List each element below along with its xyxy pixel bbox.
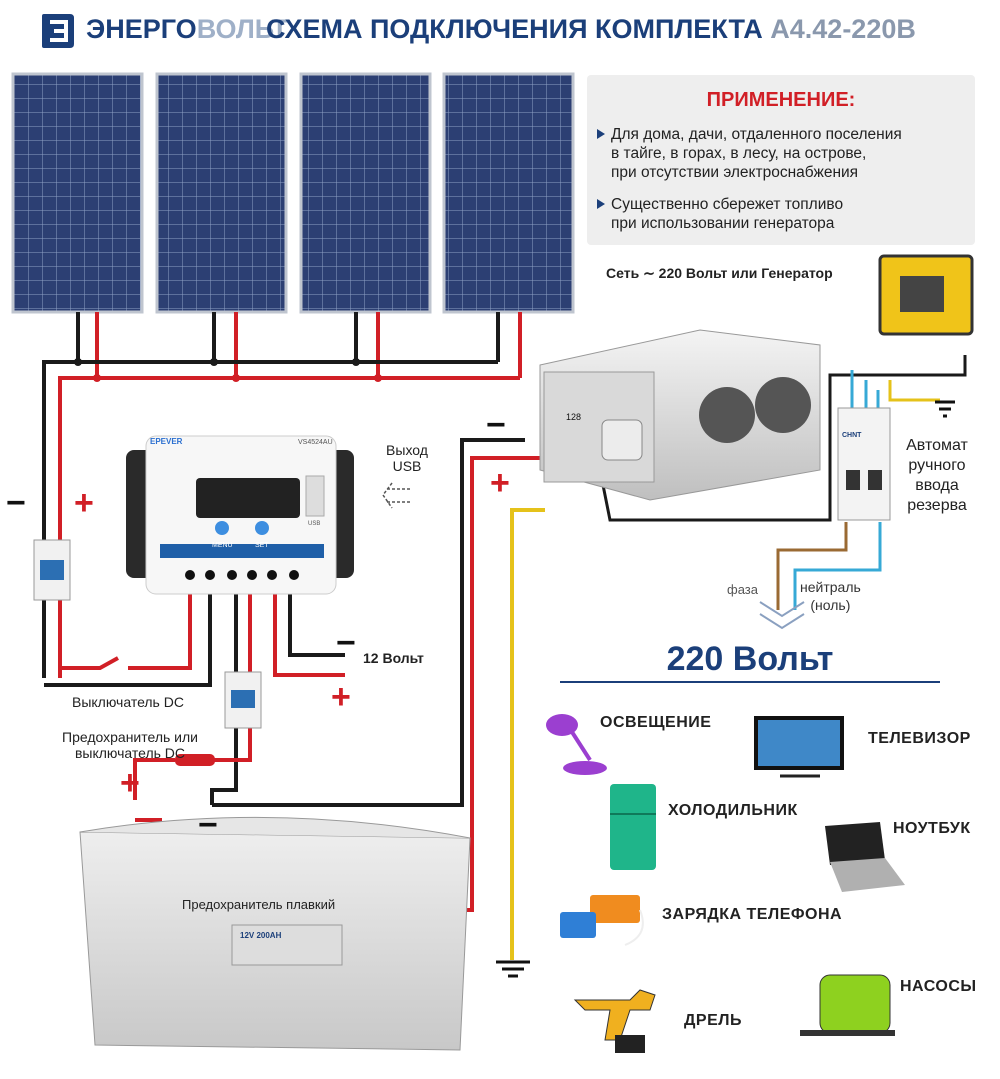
- application-item: Существенно сбережет топливо при использ…: [597, 195, 844, 233]
- brand-part2: ВОЛЬТ: [196, 14, 288, 44]
- brand-part1: ЭНЕРГО: [86, 14, 197, 44]
- appliance-label-lighting: ОСВЕЩЕНИЕ: [600, 714, 712, 731]
- page-title: СХЕМА ПОДКЛЮЧЕНИЯ КОМПЛЕКТА А4.42-220В: [266, 14, 916, 45]
- bullet-icon: [597, 129, 605, 139]
- neutral-label-line: нейтраль: [800, 579, 861, 595]
- phase-label: фаза: [727, 582, 758, 597]
- minus-sign: −: [6, 484, 26, 522]
- minus-sign: −: [486, 406, 506, 444]
- application-item: Для дома, дачи, отдаленного поселения в …: [597, 125, 902, 182]
- charge-controller: [126, 435, 354, 595]
- brand-name: ЭНЕРГОВОЛЬТ: [86, 14, 288, 45]
- ats-brand: CHNT: [842, 432, 862, 439]
- ats-breaker: [837, 407, 891, 521]
- neutral-label-line: (ноль): [810, 597, 851, 613]
- appliance-label-fridge: ХОЛОДИЛЬНИК: [668, 802, 798, 819]
- usb-arrow-icon: [382, 482, 410, 509]
- usb-label-line: USB: [392, 458, 422, 474]
- application-text: Существенно сбережет топливо: [611, 196, 844, 213]
- ats-label: Автомат ручного ввода резерва: [897, 436, 977, 516]
- appliance-label-phone-charging: ЗАРЯДКА ТЕЛЕФОНА: [662, 906, 843, 923]
- title-main: СХЕМА ПОДКЛЮЧЕНИЯ КОМПЛЕКТА: [266, 14, 763, 44]
- set-button-label: SET: [255, 542, 269, 549]
- ats-label-line: Автомат: [906, 437, 968, 454]
- battery-spec: 12V 200AH: [240, 931, 282, 940]
- plus-sign: +: [490, 464, 510, 502]
- solar-panel: [442, 72, 575, 314]
- grid-label: Сеть ∼ 220 Вольт или Генератор: [606, 265, 833, 281]
- appliance-label-tv: ТЕЛЕВИЗОР: [868, 730, 971, 747]
- application-box: ПРИМЕНЕНИЕ: Для дома, дачи, отдаленного …: [587, 75, 975, 245]
- inline-fuse: [175, 754, 215, 766]
- application-text: при использовании генератора: [611, 215, 835, 232]
- appliance-label-laptop: НОУТБУК: [893, 820, 971, 837]
- minus-sign: −: [198, 806, 218, 844]
- header: ЭНЕРГОВОЛЬТ СХЕМА ПОДКЛЮЧЕНИЯ КОМПЛЕКТА …: [0, 0, 1000, 64]
- bullet-icon: [597, 199, 605, 209]
- laptop-icon: [825, 822, 905, 892]
- battery: [79, 816, 471, 1051]
- ats-label-line: ручного: [908, 457, 966, 474]
- ats-label-line: ввода: [915, 477, 959, 494]
- inverter-display: 128: [566, 412, 582, 422]
- solar-panel: [11, 72, 144, 314]
- fuse-breaker: [224, 671, 262, 729]
- application-text: при отсутствии электроснабжения: [611, 164, 859, 181]
- v12-label: 12 Вольт: [363, 650, 424, 666]
- title-model: А4.42-220В: [770, 14, 916, 44]
- application-heading: ПРИМЕНЕНИЕ:: [706, 89, 856, 111]
- ground-icon: [496, 960, 530, 978]
- generator: [878, 254, 974, 336]
- ground-icon: [935, 400, 955, 418]
- plus-sign: +: [74, 484, 94, 522]
- lamp-icon: [546, 714, 607, 775]
- brand-logo-icon: [42, 14, 74, 48]
- controller-model: VS4524AU: [298, 439, 333, 446]
- v220-heading: 220 Вольт: [666, 640, 834, 678]
- down-arrow-icon: [759, 601, 805, 630]
- usb-label-line: Выход: [386, 442, 428, 458]
- plus-sign: +: [120, 764, 140, 802]
- ats-label-line: резерва: [907, 497, 967, 514]
- dc-switch-label: Выключатель DC: [72, 694, 184, 710]
- fridge-icon: [610, 784, 656, 870]
- appliance-label-drill: ДРЕЛЬ: [684, 1012, 742, 1029]
- appliance-label-pumps: НАСОСЫ: [900, 978, 977, 995]
- pump-icon: [800, 974, 895, 1036]
- plus-sign: +: [331, 678, 351, 716]
- drill-icon: [573, 989, 656, 1053]
- minus-sign: −: [336, 624, 356, 662]
- panel-wiring: [42, 312, 967, 960]
- melt-fuse-label: Предохранитель плавкий: [182, 897, 336, 912]
- inverter: [539, 329, 821, 501]
- dc-breaker: [33, 539, 71, 601]
- usb-port-label: USB: [308, 521, 321, 527]
- controller-brand: EPEVER: [150, 437, 183, 446]
- application-text: в тайге, в горах, в лесу, на острове,: [611, 145, 867, 162]
- neutral-label: нейтраль (ноль): [800, 578, 861, 614]
- menu-button-label: MENU: [212, 542, 233, 549]
- phone-charger-icon: [560, 895, 644, 946]
- fuse-label-line: выключатель DC: [74, 745, 186, 761]
- solar-panel: [155, 72, 288, 314]
- solar-panel: [299, 72, 432, 314]
- tv-icon: [754, 716, 844, 778]
- application-text: Для дома, дачи, отдаленного поселения: [611, 126, 902, 143]
- fuse-label-line: Предохранитель или: [62, 729, 198, 745]
